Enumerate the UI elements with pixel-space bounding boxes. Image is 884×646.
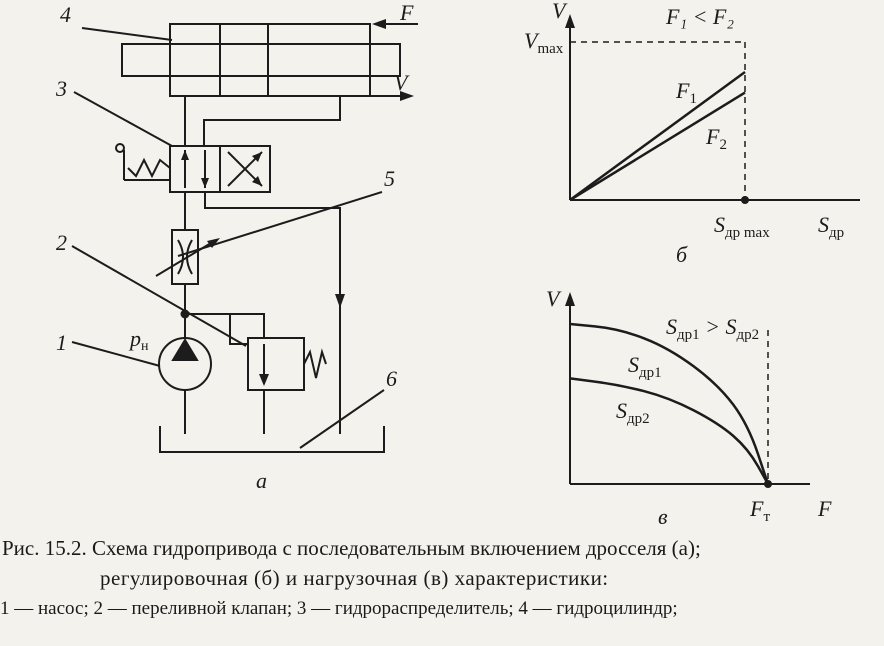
label-pump-number: 1 bbox=[56, 330, 67, 355]
velocity-arrowhead bbox=[400, 91, 414, 101]
relief-valve-body bbox=[247, 337, 305, 391]
distributor-handle-knob bbox=[115, 143, 125, 153]
chart-b-f2-label: F2 bbox=[705, 124, 727, 153]
leader-6 bbox=[299, 389, 385, 449]
throttle-curve-1 bbox=[177, 239, 184, 275]
relief-pilot-line bbox=[185, 313, 248, 345]
leader-2 bbox=[71, 245, 247, 347]
distributor-arrowhead-1 bbox=[181, 150, 189, 160]
chart-b-series-line-2 bbox=[569, 91, 746, 202]
chart-b-f1-label: F1 bbox=[675, 78, 697, 107]
leader-3 bbox=[73, 91, 173, 147]
caption-line-2: регулировочная (б) и нагрузочная (в) хар… bbox=[100, 566, 609, 590]
throttle-body bbox=[171, 229, 199, 285]
force-arrowhead bbox=[372, 19, 386, 29]
return-line bbox=[204, 192, 341, 434]
distributor-spring bbox=[127, 157, 171, 179]
label-valve-number: 2 bbox=[56, 230, 67, 255]
line-cylinder-right bbox=[203, 96, 341, 146]
chart-b-vmax-label: Vmax bbox=[524, 28, 564, 57]
relief-valve-arrowhead bbox=[259, 374, 269, 386]
chart-load: V Sдр1 > Sдр2 Sдр1 Sдр2 Fт F в bbox=[546, 286, 832, 529]
relief-valve-spring bbox=[303, 348, 327, 379]
chart-v-ft-label: Fт bbox=[749, 496, 770, 525]
label-velocity: V bbox=[394, 70, 410, 95]
distributor-cross-arrowhead-2 bbox=[252, 152, 262, 162]
chart-v-series-line-1 bbox=[569, 322, 770, 485]
chart-b-ylabel: V bbox=[552, 0, 568, 23]
chart-b-panel-label: б bbox=[676, 242, 688, 267]
leader-5 bbox=[177, 191, 383, 257]
leader-4 bbox=[81, 27, 173, 41]
chart-v-s1-label: Sдр1 bbox=[628, 352, 662, 381]
chart-b-relation: F₁ < F₂ bbox=[665, 4, 734, 29]
tank bbox=[159, 426, 385, 453]
chart-v-panel-label: в bbox=[658, 504, 668, 529]
chart-b-y-arrow bbox=[565, 14, 575, 28]
figure-canvas: 4 3 2 1 5 6 F V рн а V Vmax F₁ < F₂ F1 F… bbox=[55, 0, 860, 529]
label-pressure: рн bbox=[128, 326, 149, 354]
piston-rod bbox=[121, 43, 401, 77]
chart-b-smax-dot bbox=[741, 196, 749, 204]
piston bbox=[219, 23, 269, 97]
chart-b-smax-label: Sдр max bbox=[714, 212, 770, 241]
throttle-adjust-arrow bbox=[155, 239, 217, 277]
chart-v-series-line-2 bbox=[569, 377, 770, 485]
chart-v-relation: Sдр1 > Sдр2 bbox=[666, 314, 759, 343]
chart-regulation: V Vmax F₁ < F₂ F1 F2 Sдр max Sдр б bbox=[524, 0, 860, 267]
chart-v-y-arrow bbox=[565, 292, 575, 306]
caption-line-3: 1 — насос; 2 — переливной клапан; 3 — ги… bbox=[0, 598, 678, 619]
label-force: F bbox=[399, 0, 414, 25]
hydraulic-schematic: 4 3 2 1 5 6 F V рн а bbox=[55, 0, 418, 493]
caption-line-1: Рис. 15.2. Схема гидропривода с последов… bbox=[2, 536, 701, 560]
leader-1 bbox=[71, 341, 161, 367]
label-cylinder-number: 4 bbox=[60, 2, 71, 27]
label-tank-number: 6 bbox=[386, 366, 397, 391]
chart-b-series-line-1 bbox=[569, 71, 746, 202]
relief-inlet-line bbox=[230, 313, 265, 338]
distributor-cross-arrowhead-1 bbox=[252, 176, 262, 186]
return-arrowhead bbox=[335, 294, 345, 308]
chart-v-ylabel: V bbox=[546, 286, 562, 311]
pump-triangle bbox=[171, 338, 199, 361]
chart-v-xlabel: F bbox=[817, 496, 832, 521]
chart-b-xlabel: Sдр bbox=[818, 212, 844, 241]
chart-v-s2-label: Sдр2 bbox=[616, 398, 650, 427]
label-distributor-number: 3 bbox=[55, 76, 67, 101]
label-panel-a: а bbox=[256, 468, 267, 493]
distributor-arrowhead-2 bbox=[201, 178, 209, 188]
label-throttle-number: 5 bbox=[384, 166, 395, 191]
cylinder-body bbox=[169, 23, 371, 97]
